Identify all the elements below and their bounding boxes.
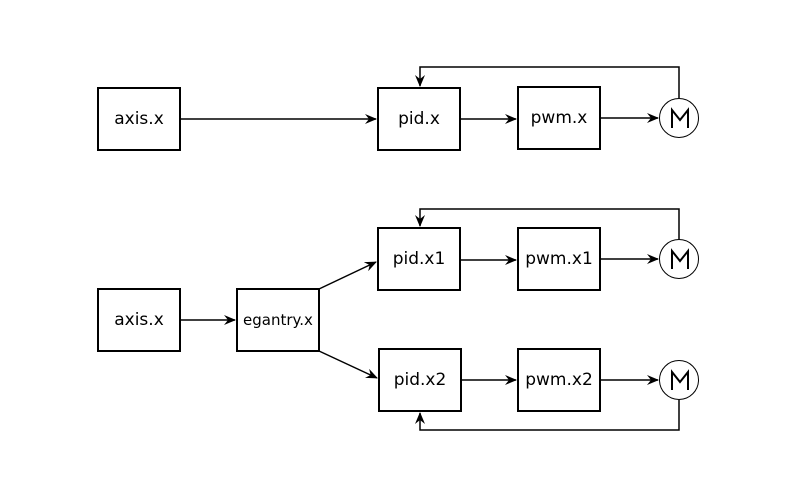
- feedback-line: [415, 66, 680, 98]
- axis-block: axis.x: [97, 87, 181, 151]
- pwm-label: pwm.x: [530, 107, 588, 128]
- motor-glyph: [671, 248, 689, 269]
- pwm-block-1: pwm.x1: [517, 227, 601, 291]
- motor-icon-1: [659, 239, 699, 279]
- arrow-gantry-to-pid-1: [318, 261, 377, 290]
- pid-block-2: pid.x2: [378, 348, 462, 412]
- pid-label: pid.x: [398, 108, 440, 129]
- pid-block: pid.x: [377, 87, 461, 151]
- motor-icon: [659, 98, 699, 138]
- motor-icon-2: [659, 360, 699, 400]
- gantry-axis-label: axis.x: [114, 309, 164, 330]
- gantry-block: egantry.x: [236, 288, 320, 352]
- axis-label: axis.x: [114, 108, 164, 129]
- pwm-block-2: pwm.x2: [517, 348, 601, 412]
- pid-block-1: pid.x1: [377, 227, 461, 291]
- pwm-label-2: pwm.x2: [525, 369, 593, 390]
- pid-label-1: pid.x1: [392, 248, 446, 269]
- pwm-label-1: pwm.x1: [525, 248, 593, 269]
- pwm-block: pwm.x: [517, 86, 601, 150]
- gantry-axis-block: axis.x: [97, 288, 181, 352]
- arrow-gantry-to-pid-2: [318, 350, 378, 379]
- feedback-line-2: [415, 400, 680, 431]
- feedback-line-1: [415, 208, 680, 239]
- motor-glyph: [671, 107, 689, 128]
- motor-glyph: [671, 369, 689, 390]
- pid-label-2: pid.x2: [393, 369, 447, 390]
- gantry-label: egantry.x: [243, 310, 313, 329]
